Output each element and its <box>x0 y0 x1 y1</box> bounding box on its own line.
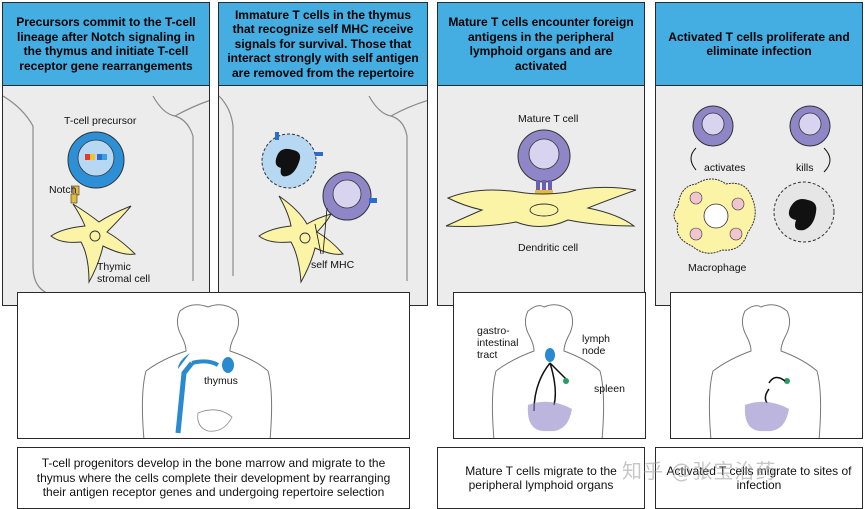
mature-t-cell-label: Mature T cell <box>518 113 579 125</box>
human-figure-left <box>141 304 273 438</box>
t-cell-precursor-label: T-cell precursor <box>64 115 137 127</box>
caption-middle: Mature T cells migrate to the peripheral… <box>437 447 645 509</box>
panel-1-header: Precursors commit to the T-cell lineage … <box>2 2 210 86</box>
activates-label: activates <box>704 162 746 174</box>
notch-label: Notch <box>49 184 77 196</box>
effector-graphic <box>673 105 835 254</box>
panel-4-illustration: activates kills Macrophage <box>655 86 863 306</box>
selection-graphic <box>219 95 427 284</box>
caption-left: T-cell progenitors develop in the bone m… <box>17 447 410 509</box>
gastro-label-1: gastro- <box>477 325 510 337</box>
kills-label: kills <box>796 162 814 174</box>
gastro-label-2: intestinal <box>477 337 519 349</box>
body-right-box <box>670 292 863 439</box>
thymic-stromal-label-2: stromal cell <box>97 273 151 285</box>
watermark: 知乎 @张宝治药 <box>622 459 777 483</box>
panel-3-illustration: Mature T cell Dendritic cell <box>437 86 645 306</box>
human-figure-middle <box>491 304 605 438</box>
thymus-tissue-graphic <box>3 95 209 297</box>
lymph-node-label-1: lymph <box>582 333 611 345</box>
panel-1-illustration: T-cell precursor Notch Thymic stromal ce… <box>2 86 210 306</box>
dendritic-cell-label: Dendritic cell <box>518 242 579 254</box>
thymic-stromal-label-1: Thymic <box>97 261 131 273</box>
caption-right: Activated T cells migrate to sites of in… <box>655 447 863 509</box>
panel-3-header: Mature T cells encounter foreign antigen… <box>437 2 645 86</box>
thymus-label: thymus <box>204 375 238 387</box>
panel-4-header: Activated T cells proliferate and elimin… <box>655 2 863 86</box>
self-mhc-label: self MHC <box>311 259 355 271</box>
panel-2-header: Immature T cells in the thymus that reco… <box>218 2 428 86</box>
spleen-label: spleen <box>594 383 625 395</box>
panel-2-illustration: self MHC <box>218 86 428 306</box>
body-left-box: thymus <box>17 292 410 439</box>
gastro-label-3: tract <box>477 349 498 361</box>
dendritic-cell-graphic <box>445 129 637 227</box>
macrophage-label: Macrophage <box>688 262 747 274</box>
lymph-node-label-2: node <box>582 345 606 357</box>
body-middle-box: gastro- intestinal tract lymph node sple… <box>453 292 646 439</box>
human-figure-right <box>708 304 822 438</box>
